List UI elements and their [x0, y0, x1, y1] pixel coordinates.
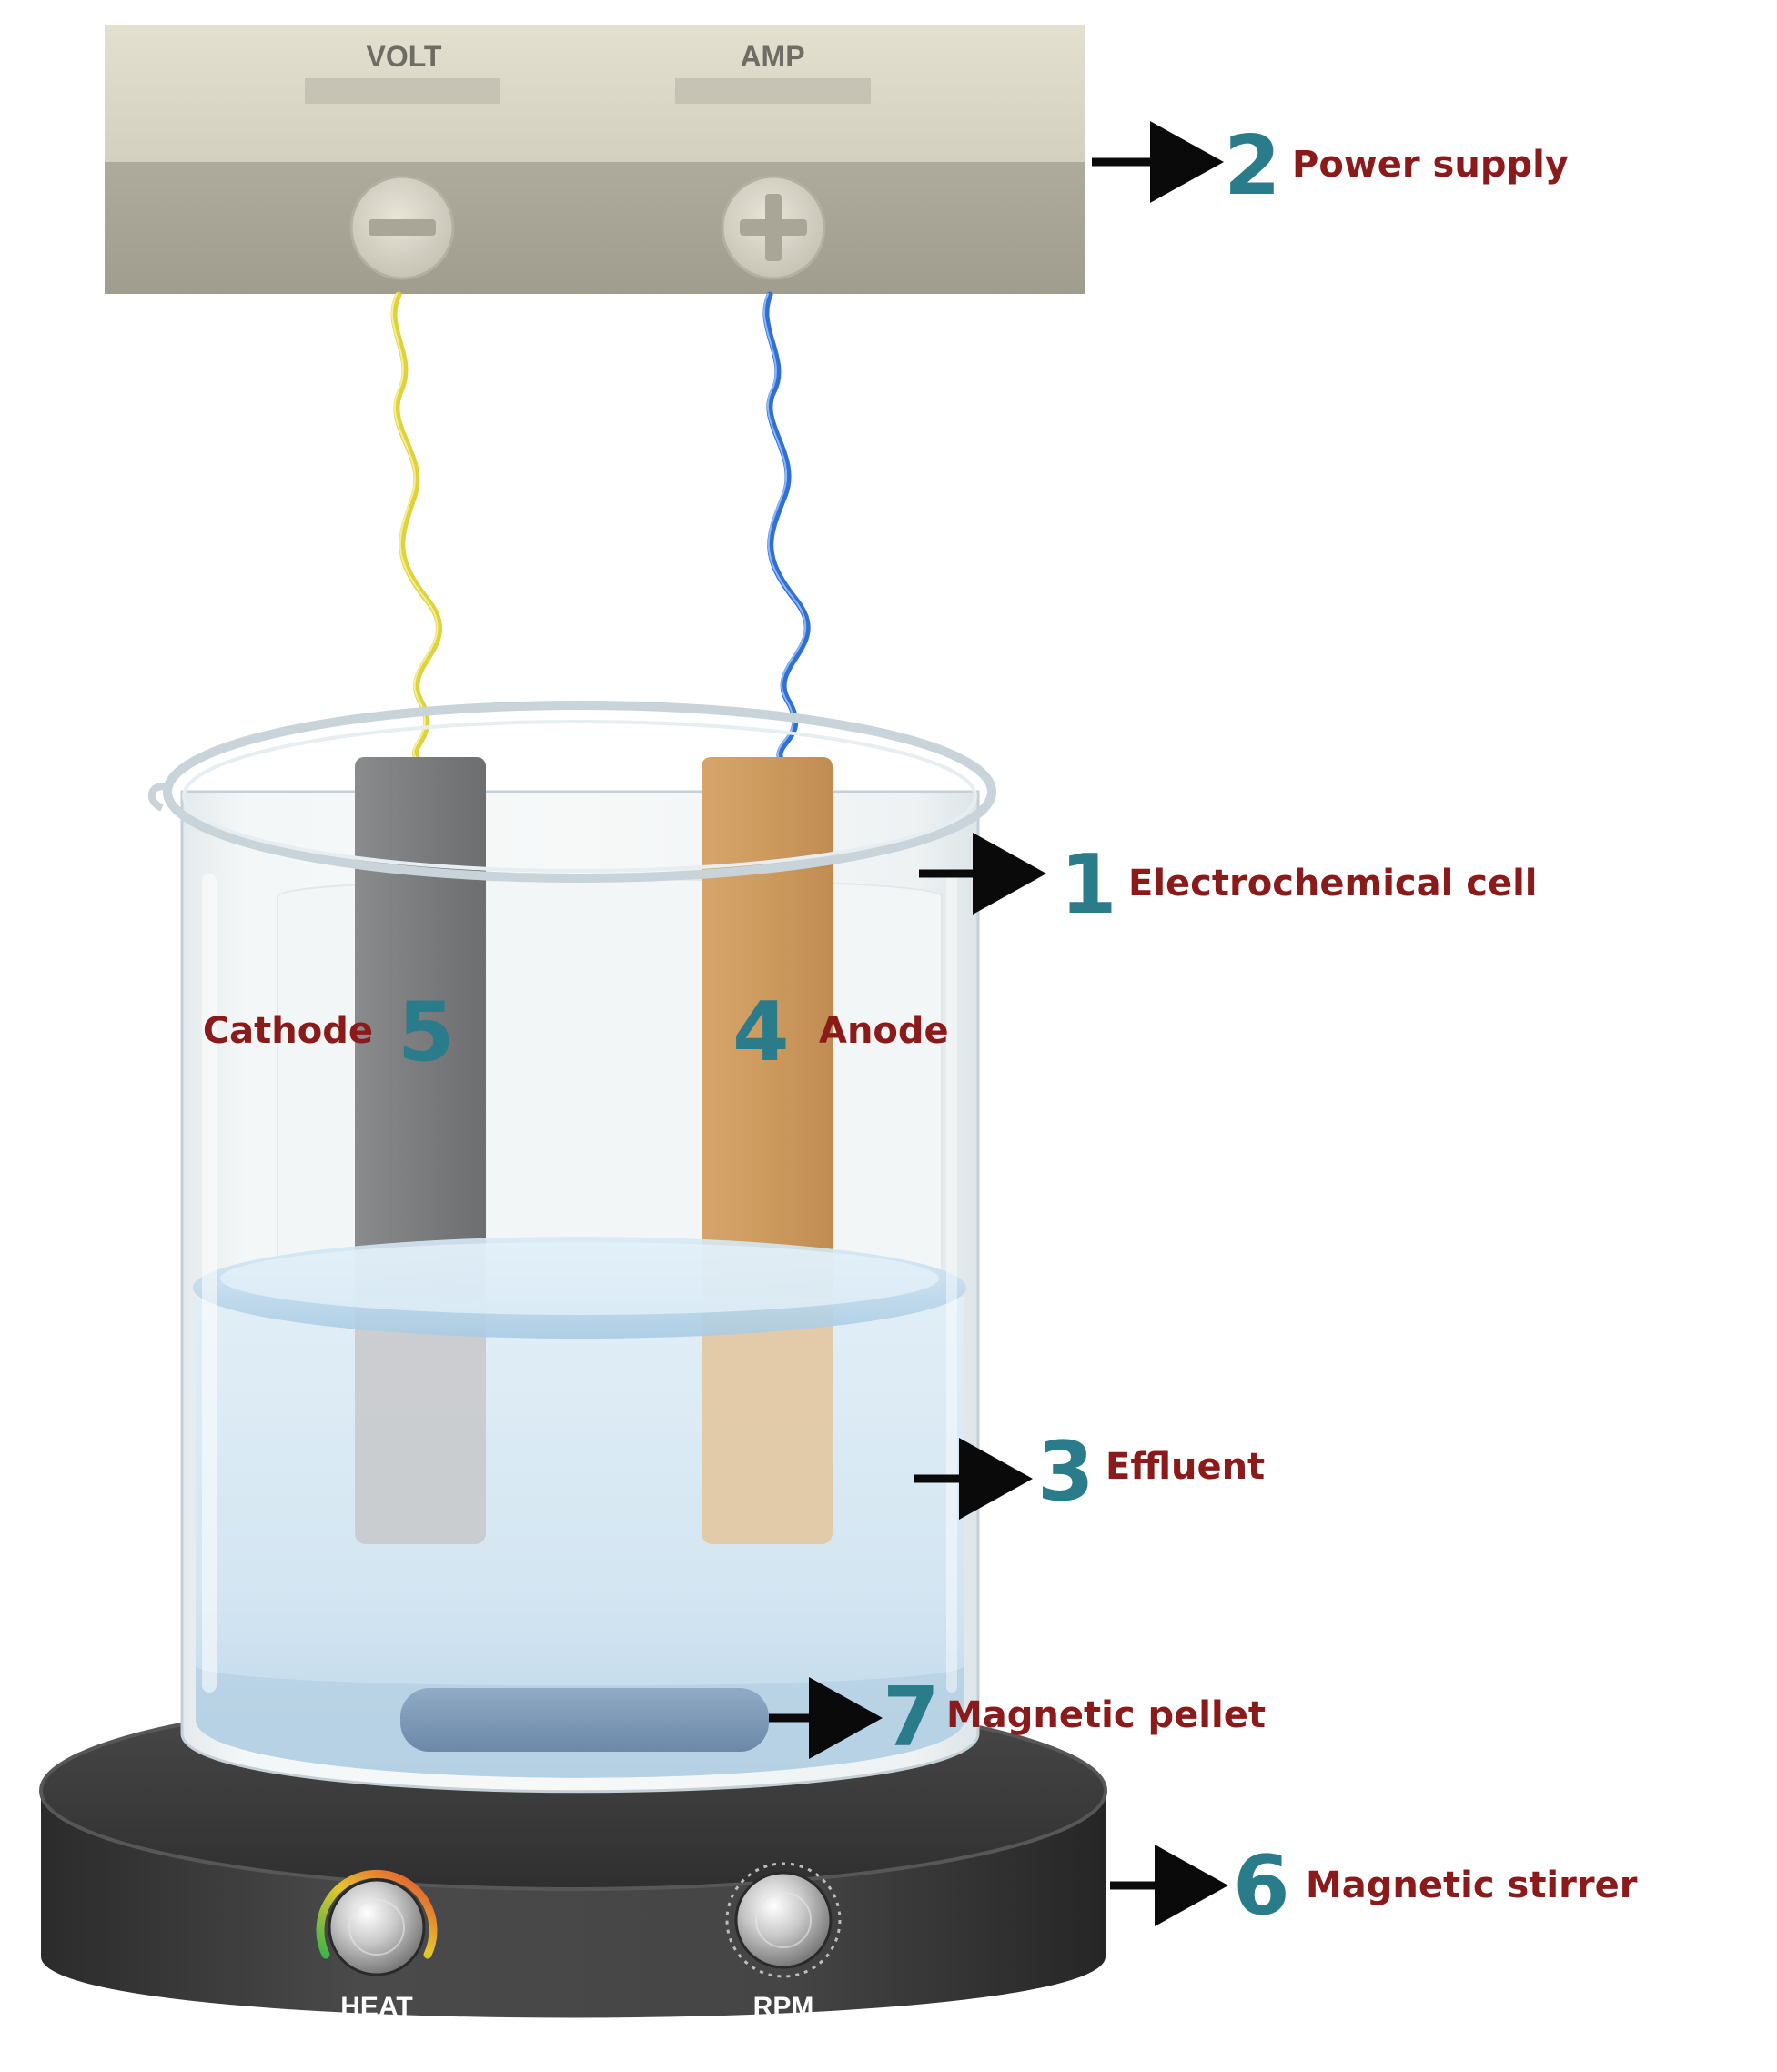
negative-terminal [349, 175, 455, 280]
callout-label-power-supply: Power supply [1292, 144, 1569, 186]
callout-electrochemical-cell: 1 Electrochemical cell [919, 833, 1538, 933]
callout-power-supply: 2 Power supply [1092, 118, 1569, 214]
callout-effluent: 3 Effluent [914, 1424, 1265, 1520]
callout-label-effluent: Effluent [1106, 1446, 1265, 1488]
positive-wire [762, 291, 811, 763]
heat-knob[interactable] [316, 1869, 438, 1976]
callout-magnetic-pellet: 7 Magnetic pellet [769, 1670, 1266, 1765]
magnetic-pellet [400, 1688, 769, 1752]
beaker-rim [163, 701, 996, 883]
volt-display [305, 78, 500, 104]
callout-number-4: 4 [732, 985, 790, 1080]
callout-number-7: 7 [883, 1670, 940, 1765]
power-supply-bottom-panel [105, 162, 1085, 294]
callout-number-3: 3 [1037, 1424, 1095, 1520]
callout-label-anode: Anode [819, 1010, 949, 1052]
callout-label-magnetic-pellet: Magnetic pellet [946, 1694, 1266, 1736]
power-supply-top-panel [105, 25, 1085, 162]
glass-highlight-right [946, 874, 957, 1693]
cathode-lower [355, 1297, 486, 1544]
callout-number-6: 6 [1233, 1838, 1290, 1934]
callout-anode: 4 Anode [732, 985, 949, 1080]
beaker-spout [147, 783, 169, 812]
minus-icon [369, 219, 436, 236]
positive-terminal [721, 175, 826, 280]
callout-number-5: 5 [398, 985, 455, 1080]
callout-number-2: 2 [1224, 118, 1281, 214]
heat-dial-arc [316, 1869, 438, 1959]
power-supply: VOLT AMP [105, 25, 1085, 294]
plus-icon [740, 194, 807, 261]
positive-wire-highlight [762, 293, 807, 760]
callout-number-1: 1 [1060, 837, 1117, 933]
callout-cathode: Cathode 5 [203, 985, 455, 1080]
beaker-rim-inner [182, 720, 977, 873]
beaker [147, 701, 996, 1794]
amp-display [675, 78, 871, 104]
cathode-upper [355, 757, 486, 1299]
rpm-dial-ring [725, 1862, 842, 1978]
rpm-knob-label: RPM [753, 1992, 814, 2022]
heat-knob-label: HEAT [340, 1992, 412, 2022]
callout-label-electrochemical-cell: Electrochemical cell [1128, 863, 1538, 905]
callout-magnetic-stirrer: 6 Magnetic stirrer [1110, 1838, 1638, 1934]
negative-wire-shadow [391, 293, 439, 760]
rpm-knob[interactable] [725, 1862, 842, 1978]
callout-label-magnetic-stirrer: Magnetic stirrer [1306, 1865, 1638, 1906]
anode-lower [702, 1297, 833, 1544]
glass-highlight-left [202, 874, 217, 1693]
anode-upper [702, 757, 833, 1299]
effluent-surface-highlight [220, 1242, 939, 1315]
volt-label: VOLT [367, 40, 442, 73]
amp-label: AMP [740, 40, 804, 73]
negative-wire [390, 291, 443, 763]
callout-label-cathode: Cathode [203, 1010, 373, 1052]
